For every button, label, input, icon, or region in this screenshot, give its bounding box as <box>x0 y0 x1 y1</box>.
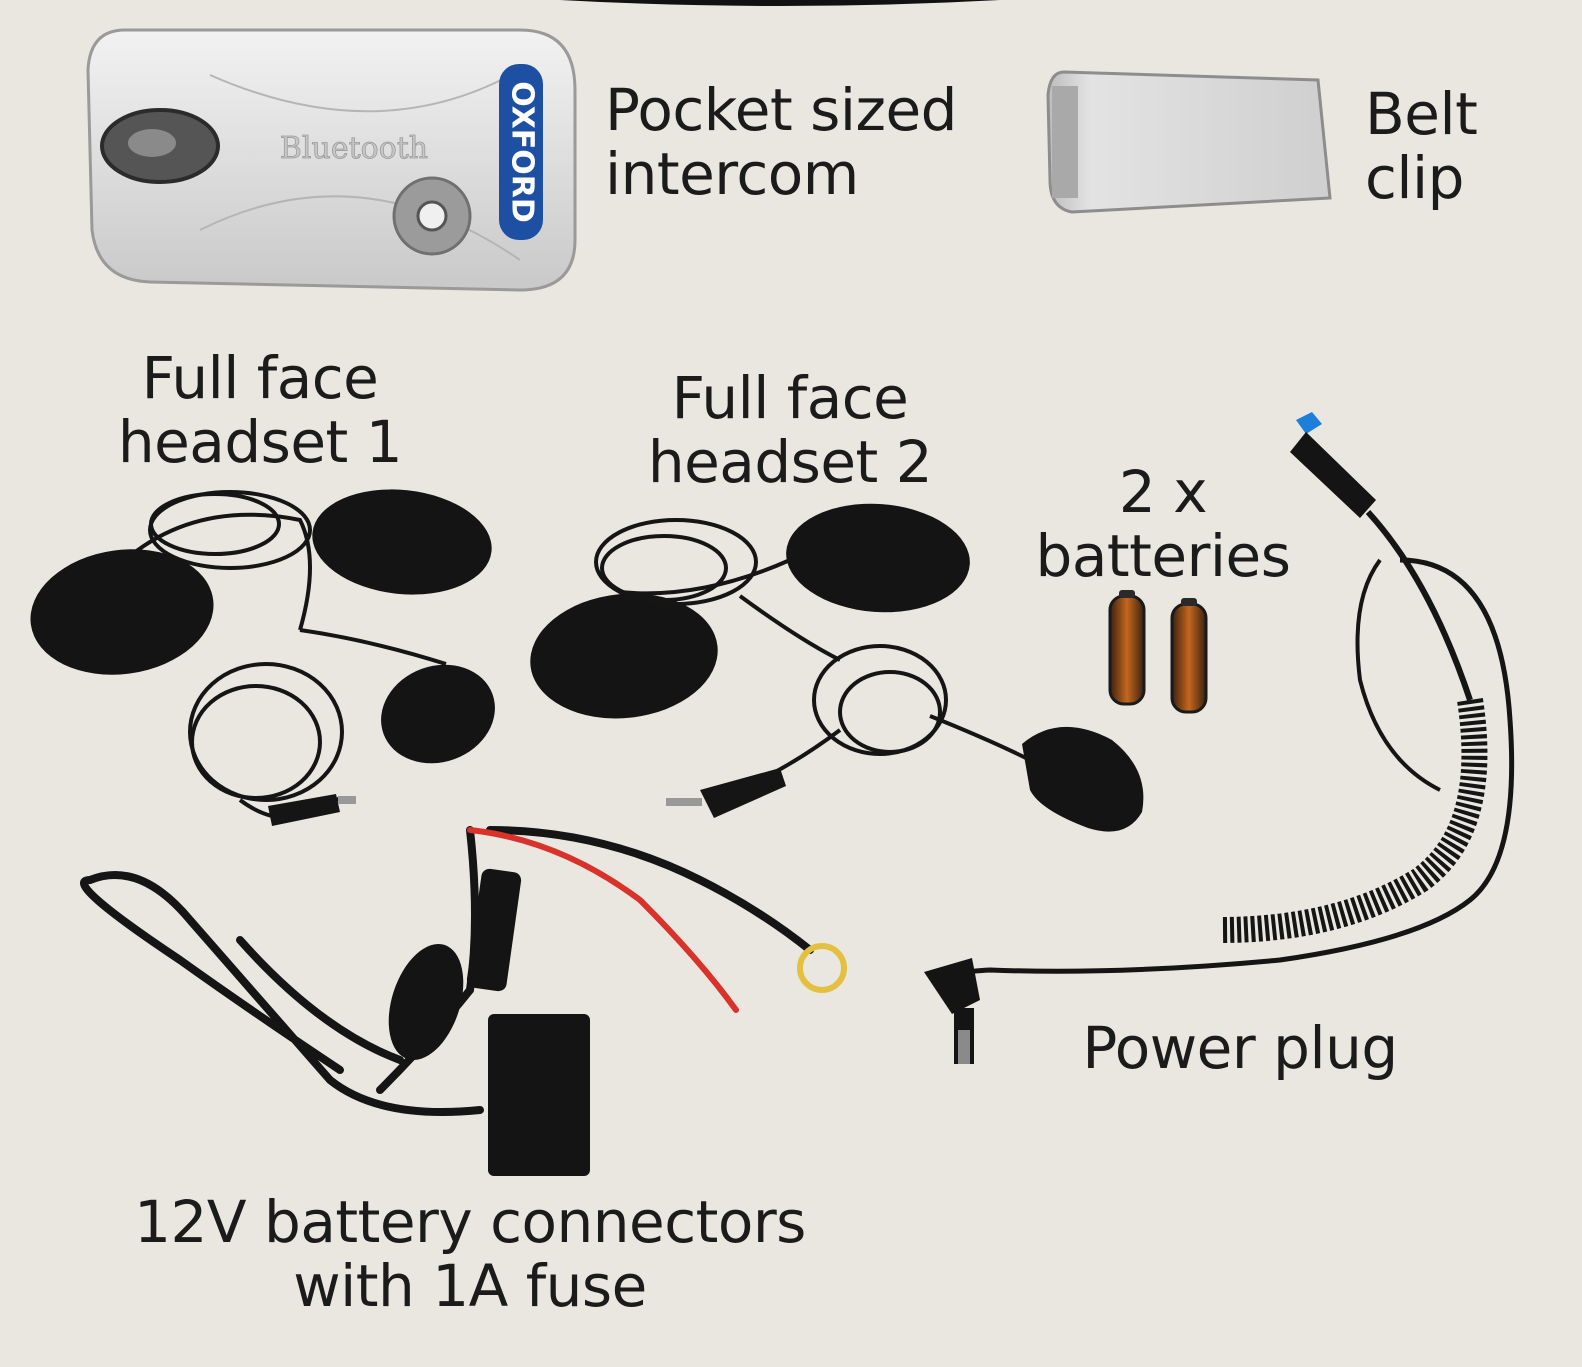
belt-clip-icon <box>1046 70 1332 214</box>
intercom-unit-icon: OXFORD Bluetooth <box>86 28 577 292</box>
intercom-model-text: Bluetooth <box>280 131 428 166</box>
belt-clip-label: Belt clip <box>1365 80 1478 212</box>
headset-2-label: Full face headset 2 <box>647 364 933 496</box>
intercom-brand-logo: OXFORD <box>505 81 540 223</box>
battery-connectors-icon <box>80 826 847 1176</box>
power-plug-label: Power plug <box>1082 1014 1398 1082</box>
top-edge-shadow <box>560 0 1000 6</box>
batteries-icon <box>1108 590 1208 714</box>
battery-connectors-label: 12V battery connectors with 1A fuse <box>134 1188 806 1320</box>
headset-1-label: Full face headset 1 <box>117 344 403 476</box>
pocket-intercom-label: Pocket sized intercom <box>605 76 957 208</box>
headset-2-icon <box>530 503 1144 832</box>
power-plug-icon <box>924 412 1515 1064</box>
batteries-label: 2 x batteries <box>1035 458 1291 590</box>
headset-1-icon <box>30 489 495 826</box>
